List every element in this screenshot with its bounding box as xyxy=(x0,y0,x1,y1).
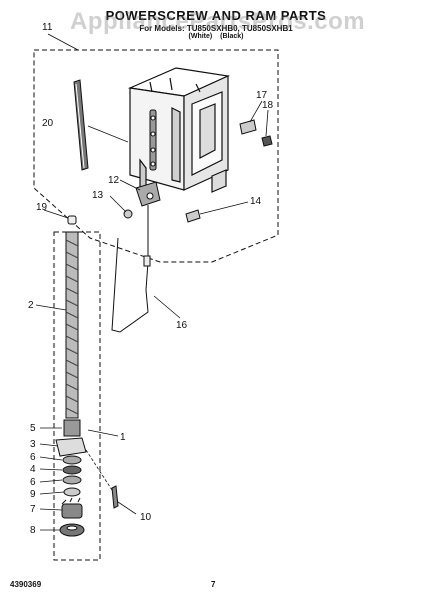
wire-harness xyxy=(111,205,151,333)
bracket-and-screw xyxy=(239,119,273,147)
model-numbers: For Models: TU850SXHB0, TU850SXHB1 xyxy=(139,24,293,33)
callout-3: 3 xyxy=(30,439,36,450)
callout-13: 13 xyxy=(92,190,104,201)
callout-6a: 6 xyxy=(30,452,36,463)
callout-8: 8 xyxy=(30,525,36,536)
page-number: 7 xyxy=(211,580,216,589)
callout-17: 17 xyxy=(256,90,268,101)
callout-2: 2 xyxy=(28,300,34,311)
callout-11: 11 xyxy=(42,22,53,33)
bottom-screw xyxy=(111,485,119,509)
callout-10: 10 xyxy=(140,512,152,523)
color-notes: (White) (Black) xyxy=(188,33,244,40)
callout-20: 20 xyxy=(42,118,54,129)
callout-1: 1 xyxy=(120,432,126,443)
callout-9: 9 xyxy=(30,489,36,500)
callout-12: 12 xyxy=(108,175,120,186)
callout-16: 16 xyxy=(176,320,188,331)
gasket-strip xyxy=(73,79,89,171)
callout-4: 4 xyxy=(30,464,36,475)
link-plate xyxy=(149,109,157,171)
callout-18: 18 xyxy=(262,100,274,111)
diagram-title: POWERSCREW AND RAM PARTS xyxy=(105,8,327,23)
watermark: AppliancePartsPros.com xyxy=(70,8,366,35)
ram-assembly-outline xyxy=(33,49,279,263)
callout-19: 19 xyxy=(36,202,48,213)
callout-14: 14 xyxy=(250,196,262,207)
bearing-stack xyxy=(55,419,87,537)
callout-labels: 11 17 18 20 12 13 14 19 2 16 1 5 3 6 4 6… xyxy=(28,22,274,536)
callout-5: 5 xyxy=(30,423,36,434)
pin xyxy=(185,209,201,223)
pivot-block xyxy=(123,181,161,219)
callout-6b: 6 xyxy=(30,477,36,488)
powerscrew-assembly-outline xyxy=(53,231,101,561)
document-number: 4390369 xyxy=(10,580,42,589)
power-screw xyxy=(65,215,79,419)
callout-7: 7 xyxy=(30,504,36,515)
ram-box xyxy=(127,67,231,198)
leader-lines xyxy=(35,33,269,531)
